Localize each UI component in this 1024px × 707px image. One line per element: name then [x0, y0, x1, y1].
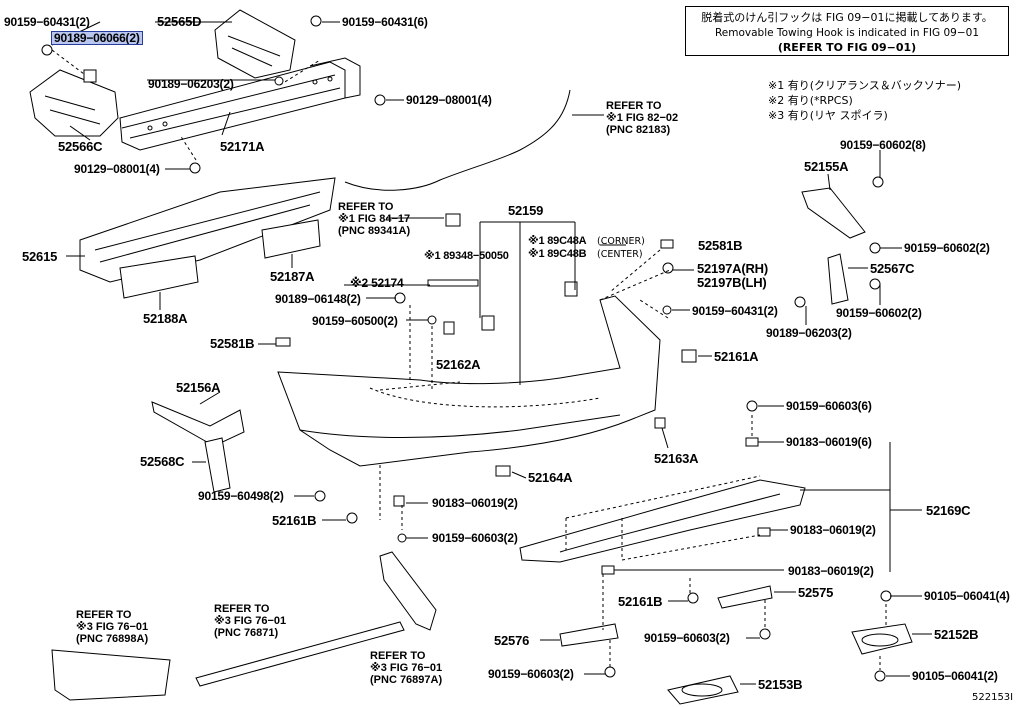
part-90159-60602-8[interactable]: 90159−60602(8)	[840, 138, 926, 152]
part-52565D[interactable]: 52565D	[157, 14, 202, 29]
bracket-52566C	[29, 69, 119, 137]
part-90159-60498[interactable]: 90159−60498(2)	[198, 489, 284, 503]
exhaust-trim-52153B	[667, 675, 739, 705]
part-52197A-RH[interactable]: 52197A(RH)	[697, 261, 768, 276]
part-89C48B[interactable]: ※1 89C48B	[528, 248, 587, 260]
part-90159-60431-2a[interactable]: 90159−60431(2)	[4, 15, 90, 29]
spoiler-76897A	[379, 551, 437, 631]
part-52163A[interactable]: 52163A	[654, 451, 699, 466]
reinforcement-52171A	[119, 57, 361, 151]
leader-lines	[51, 21, 932, 685]
part-89C48A-note: (CORNER)	[597, 236, 645, 247]
part-90159-60603-6[interactable]: 90159−60603(6)	[786, 399, 872, 413]
notice-reference: (REFER TO FIG 09−01)	[777, 41, 917, 54]
part-52156A[interactable]: 52156A	[176, 380, 221, 395]
part-89C48B-note: (CENTER)	[597, 249, 643, 260]
part-90159-60602-2b[interactable]: 90159−60602(2)	[836, 306, 922, 320]
part-52153B[interactable]: 52153B	[758, 677, 803, 692]
part-90105-06041-4[interactable]: 90105−06041(4)	[924, 589, 1010, 603]
dashed-guides	[51, 49, 887, 670]
ref-fig-82-02[interactable]: REFER TO ※1 FIG 82−02 (PNC 82183)	[606, 100, 679, 136]
part-90159-60603-2c[interactable]: 90159−60603(2)	[488, 667, 574, 681]
part-52162A[interactable]: 52162A	[436, 357, 481, 372]
part-52171A[interactable]: 52171A	[220, 139, 265, 154]
part-52188A[interactable]: 52188A	[143, 311, 188, 326]
part-89348-50050[interactable]: ※1 89348−50050	[424, 250, 509, 262]
wire-harness	[344, 89, 571, 191]
lower-cover-52169C	[519, 479, 806, 563]
part-52161B-b[interactable]: 52161B	[618, 594, 663, 609]
part-90189-06203-2a[interactable]: 90189−06203(2)	[148, 77, 234, 91]
footnote-1: ※1 有り(クリアランス＆バックソナー)	[768, 79, 962, 92]
part-90129-08001-4a[interactable]: 90129−08001(4)	[406, 93, 492, 107]
ref-fig-76-01-b[interactable]: REFER TO ※3 FIG 76−01 (PNC 76871)	[214, 603, 287, 639]
part-90105-06041-2[interactable]: 90105−06041(2)	[912, 669, 998, 683]
spoiler-76871	[195, 621, 405, 687]
part-90159-60500[interactable]: 90159−60500(2)	[312, 314, 398, 328]
towing-hook-notice: 脱着式のけん引フックは FIG 09−01に掲載してあります。 Removabl…	[685, 6, 1009, 56]
part-52155A[interactable]: 52155A	[804, 159, 849, 174]
part-52187A[interactable]: 52187A	[270, 269, 315, 284]
spoiler-76898A	[51, 649, 171, 701]
exhaust-trim-52152B	[851, 623, 913, 655]
part-90189-06148[interactable]: 90189−06148(2)	[275, 292, 361, 306]
part-90159-60602-2a[interactable]: 90159−60602(2)	[904, 241, 990, 255]
bracket-52576	[559, 623, 619, 647]
pad-52187A	[261, 219, 321, 259]
pad-52188A	[119, 255, 199, 299]
part-90189-06066-highlighted[interactable]: 90189−06066(2)	[51, 31, 143, 45]
part-52575[interactable]: 52575	[798, 585, 834, 600]
part-52161A[interactable]: 52161A	[714, 349, 759, 364]
footnote-3: ※3 有り(リヤ スポイラ)	[768, 109, 888, 122]
part-90183-06019-2c[interactable]: 90183−06019(2)	[788, 564, 874, 578]
bracket-52565D	[214, 9, 296, 79]
ref-fig-76-01-c[interactable]: REFER TO ※3 FIG 76−01 (PNC 76897A)	[370, 650, 443, 686]
part-90159-60603-2a[interactable]: 90159−60603(2)	[432, 531, 518, 545]
part-52581B-b[interactable]: 52581B	[698, 238, 743, 253]
part-90183-06019-6[interactable]: 90183−06019(6)	[786, 435, 872, 449]
ref-fig-76-01-a[interactable]: REFER TO ※3 FIG 76−01 (PNC 76898A)	[76, 609, 149, 645]
part-52567C[interactable]: 52567C	[870, 261, 915, 276]
part-52161B-a[interactable]: 52161B	[272, 513, 317, 528]
part-52164A[interactable]: 52164A	[528, 470, 573, 485]
ref-fig-84-17[interactable]: REFER TO ※1 FIG 84−17 (PNC 89341A)	[338, 201, 411, 237]
part-90159-60431-2b[interactable]: 90159−60431(2)	[692, 304, 778, 318]
part-89C48A[interactable]: ※1 89C48A	[528, 235, 587, 247]
part-90183-06019-2b[interactable]: 90183−06019(2)	[790, 523, 876, 537]
part-52174[interactable]: ※2 52174	[350, 276, 404, 290]
bracket-52567C	[827, 253, 849, 305]
part-90189-06203-2b[interactable]: 90189−06203(2)	[766, 326, 852, 340]
part-90129-08001-4b[interactable]: 90129−08001(4)	[74, 162, 160, 176]
part-90159-60431-6[interactable]: 90159−60431(6)	[342, 15, 428, 29]
footnote-2: ※2 有り(*RPCS)	[768, 94, 853, 107]
notice-line-en: Removable Towing Hook is indicated in FI…	[714, 27, 980, 39]
notice-line-jp: 脱着式のけん引フックは FIG 09−01に掲載してあります。	[701, 11, 993, 24]
part-90183-06019-2a[interactable]: 90183−06019(2)	[432, 496, 518, 510]
bracket-52575	[717, 585, 773, 609]
part-52566C[interactable]: 52566C	[58, 139, 103, 154]
part-52568C[interactable]: 52568C	[140, 454, 185, 469]
part-52159[interactable]: 52159	[508, 203, 544, 218]
part-90159-60603-2b[interactable]: 90159−60603(2)	[644, 631, 730, 645]
part-52169C[interactable]: 52169C	[926, 503, 971, 518]
retainer-52156A	[151, 401, 245, 447]
part-52576[interactable]: 52576	[494, 633, 530, 648]
part-52197B-LH[interactable]: 52197B(LH)	[697, 275, 767, 290]
part-52581B-a[interactable]: 52581B	[210, 336, 255, 351]
retainer-52155A	[801, 187, 866, 239]
bracket-52568C	[204, 437, 231, 493]
part-52152B[interactable]: 52152B	[934, 627, 979, 642]
diagram-id: 522153I	[972, 692, 1014, 703]
part-52615[interactable]: 52615	[22, 249, 58, 264]
